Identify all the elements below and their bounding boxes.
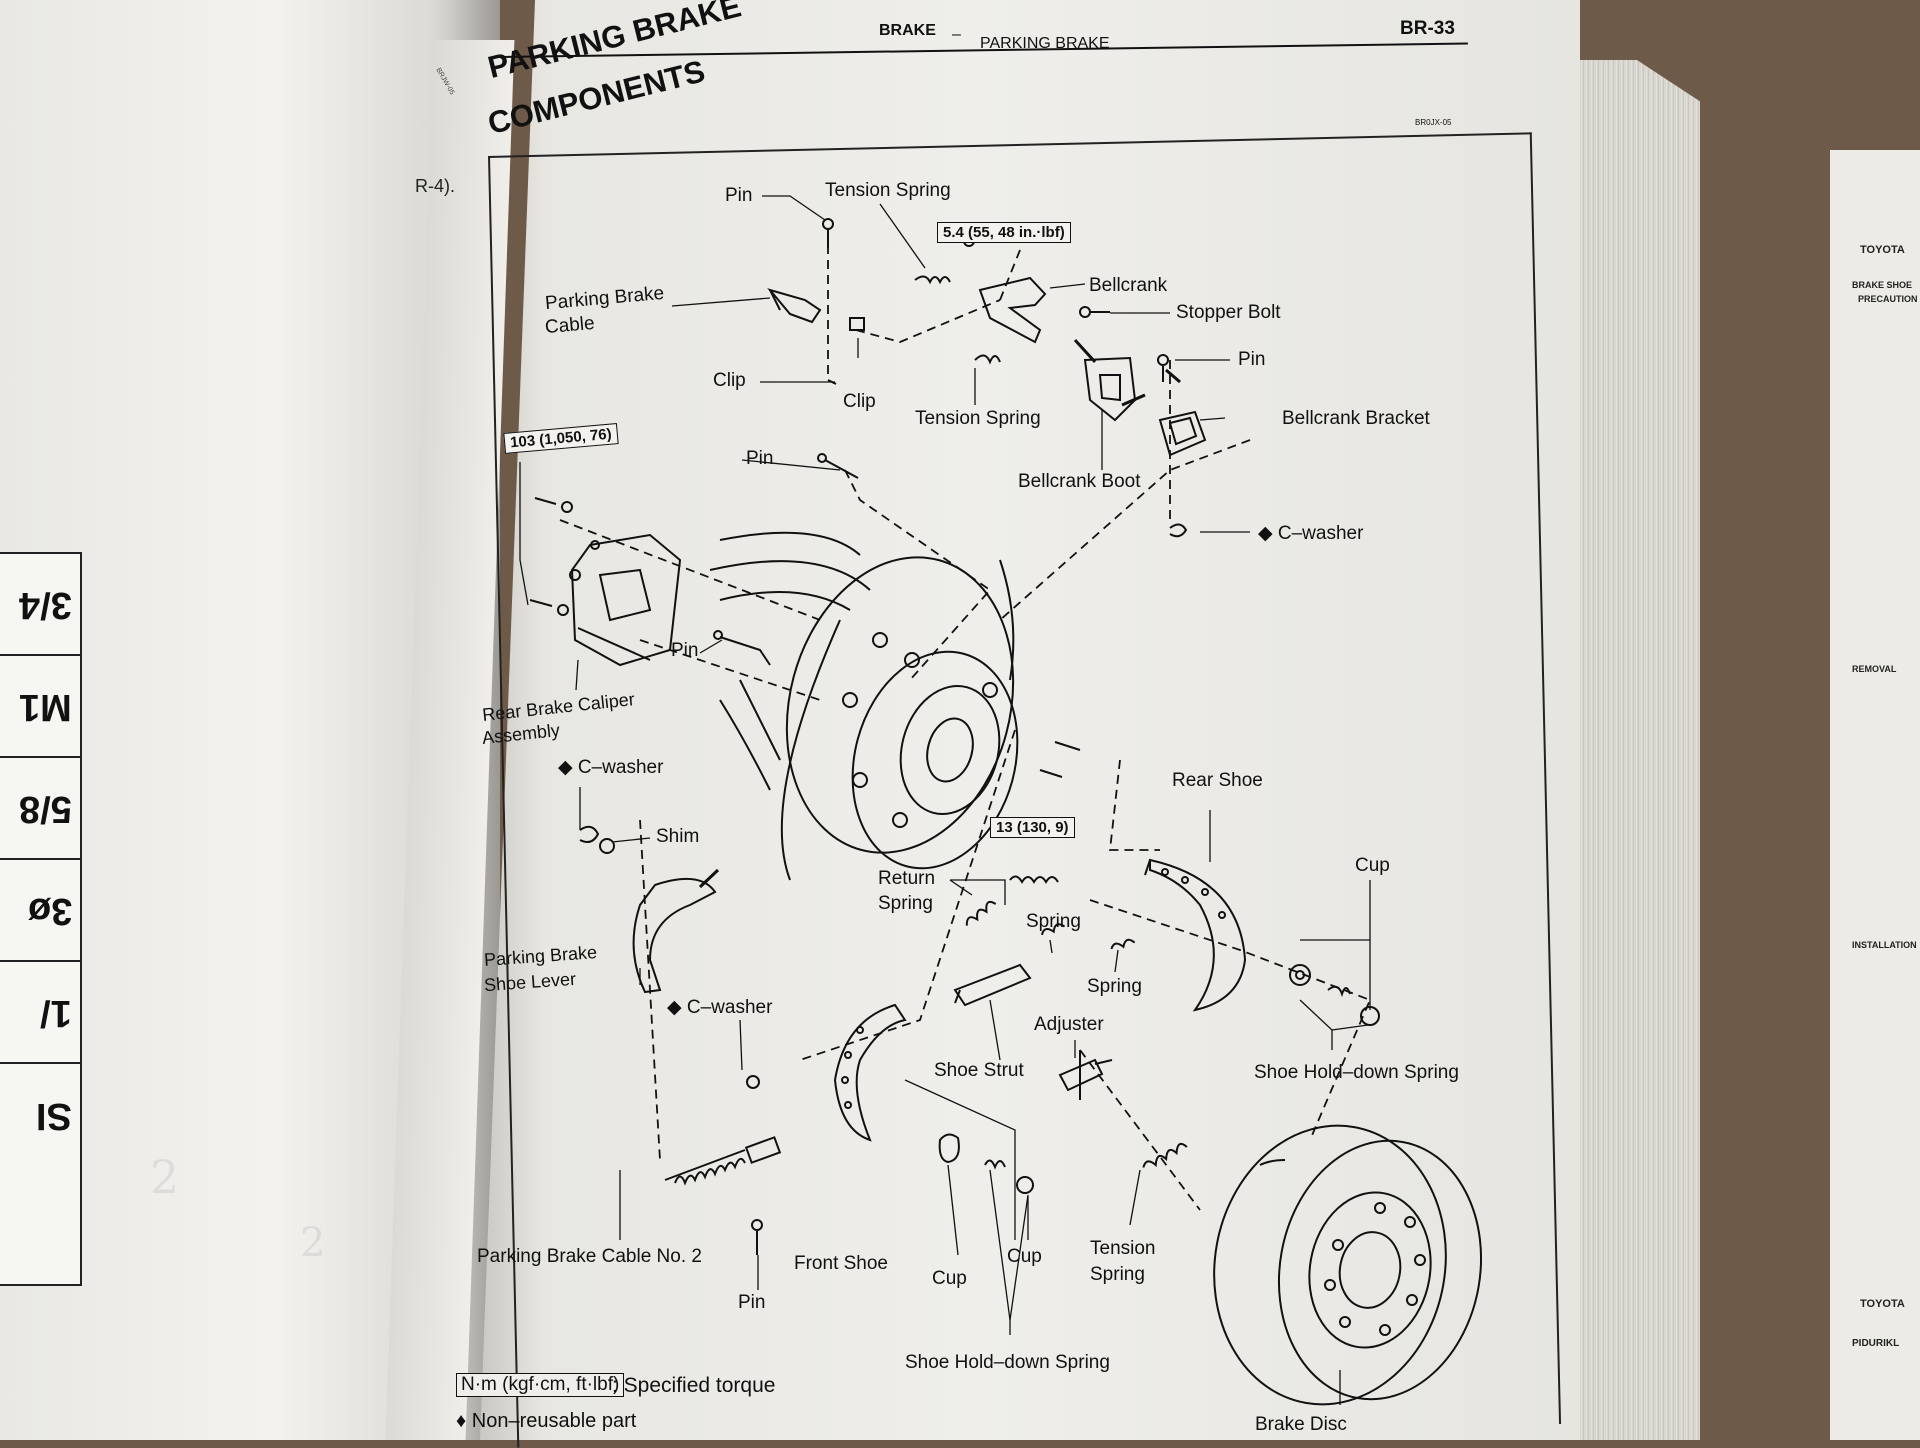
adjacent-manual-page: TOYOTA BRAKE SHOE PRECAUTION REMOVAL INS… xyxy=(1830,150,1920,1440)
label-spring-a: Spring xyxy=(1026,911,1081,932)
label-cup-b: Cup xyxy=(1007,1246,1042,1267)
header-dash: – xyxy=(952,26,961,43)
label-bellcrank-boot: Bellcrank Boot xyxy=(1018,471,1141,492)
torque-bellcrank: 5.4 (55, 48 in.·lbf) xyxy=(937,222,1071,243)
label-tension-spring-low: Tension xyxy=(1090,1238,1156,1259)
adjacent-line: BRAKE SHOE xyxy=(1852,280,1913,290)
label-c-washer-bracket: ◆ C–washer xyxy=(1258,523,1364,544)
adjacent-line: PRECAUTION xyxy=(1858,294,1918,304)
label-return-spring-2: Spring xyxy=(878,893,933,914)
label-parking-brake-cable-2: Cable xyxy=(544,312,596,339)
thumb-tab-strip: 3/4 M1 5/8 3ø 1/ SI xyxy=(0,552,82,1286)
label-c-washer-low: ◆ C–washer xyxy=(667,997,773,1018)
legend-torque-unit: N·m (kgf·cm, ft·lbf) xyxy=(456,1373,625,1397)
label-bellcrank: Bellcrank xyxy=(1089,275,1168,296)
label-cable-no2: Parking Brake Cable No. 2 xyxy=(477,1246,702,1267)
legend-torque-text: : Specified torque xyxy=(612,1374,776,1397)
header-section: BRAKE xyxy=(879,22,936,39)
label-tension-spring-mid: Tension Spring xyxy=(915,408,1041,429)
label-clip-left: Clip xyxy=(713,370,746,391)
label-hold-down-bottom: Shoe Hold–down Spring xyxy=(905,1352,1110,1373)
thumb-tab: 1/ xyxy=(0,962,80,1064)
label-tension-spring-low-2: Spring xyxy=(1090,1264,1145,1285)
adjacent-line: REMOVAL xyxy=(1852,664,1897,674)
label-pin-hub: Pin xyxy=(671,640,699,661)
figure-code: BR0JX-05 xyxy=(1415,118,1452,127)
thumb-tab: M1 xyxy=(0,656,80,758)
adjacent-line: INSTALLATION xyxy=(1852,940,1917,950)
label-tension-spring-top: Tension Spring xyxy=(825,180,951,201)
label-pin-caliper: Pin xyxy=(746,448,774,469)
torque-backplate: 13 (130, 9) xyxy=(990,817,1075,838)
label-stopper-bolt: Stopper Bolt xyxy=(1176,302,1281,323)
label-brake-disc: Brake Disc xyxy=(1255,1414,1347,1435)
label-shim: Shim xyxy=(656,826,700,847)
label-spring-b: Spring xyxy=(1087,976,1142,997)
thumb-tab: 3/4 xyxy=(0,554,80,656)
label-pin-top: Pin xyxy=(725,185,753,206)
thumb-tab: 5/8 xyxy=(0,758,80,860)
adjacent-heading: TOYOTA xyxy=(1860,244,1905,256)
label-front-shoe: Front Shoe xyxy=(794,1253,888,1274)
label-cup-right: Cup xyxy=(1355,855,1390,876)
faded-bleed-text: 2 xyxy=(150,1150,180,1204)
label-adjuster: Adjuster xyxy=(1034,1014,1104,1035)
label-pin-bracket: Pin xyxy=(1238,349,1266,370)
label-shoe-strut: Shoe Strut xyxy=(934,1060,1024,1081)
label-return-spring: Return xyxy=(878,868,936,889)
legend-nonreusable: ♦ Non–reusable part xyxy=(456,1410,637,1432)
label-clip-mid: Clip xyxy=(843,391,876,412)
label-cup-a: Cup xyxy=(932,1268,967,1289)
left-leaf-text: R-4). xyxy=(415,176,455,196)
label-rear-shoe: Rear Shoe xyxy=(1172,770,1263,791)
adjacent-heading: TOYOTA xyxy=(1860,1298,1905,1310)
faded-bleed-text: 2 xyxy=(300,1220,326,1266)
label-bellcrank-bracket: Bellcrank Bracket xyxy=(1282,408,1430,429)
page-stack-edge xyxy=(1560,60,1700,1440)
thumb-tab: 3ø xyxy=(0,860,80,962)
label-hold-down-right: Shoe Hold–down Spring xyxy=(1254,1062,1459,1083)
adjacent-line: PIDURIKL xyxy=(1852,1338,1900,1349)
label-c-washer-lever: ◆ C–washer xyxy=(558,757,664,778)
label-pin-bottom: Pin xyxy=(738,1292,766,1313)
page-number: BR-33 xyxy=(1400,18,1455,39)
